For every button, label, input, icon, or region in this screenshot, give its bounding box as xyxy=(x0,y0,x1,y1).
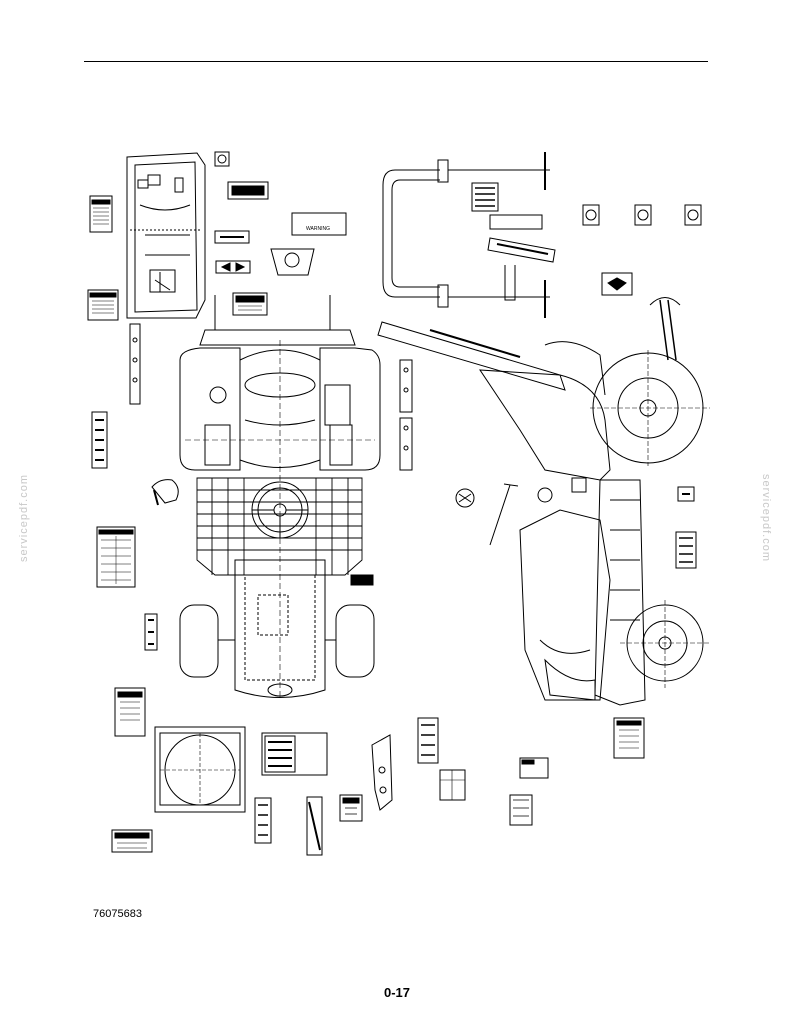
warning-decal-text: WARNING xyxy=(306,226,330,232)
header-rule xyxy=(84,61,708,62)
rops-frame xyxy=(382,152,556,318)
hood-panel xyxy=(126,152,206,319)
radiator-grille xyxy=(111,687,246,853)
watermark-right: servicepdf.com xyxy=(759,474,772,562)
decals-left-middle xyxy=(96,479,374,651)
tractor-side-view xyxy=(377,297,710,759)
decals-top-middle: WARNING xyxy=(214,151,347,316)
decal-column-left xyxy=(87,195,141,469)
decals-top-right xyxy=(582,204,702,296)
tractor-top-view xyxy=(179,295,381,700)
figure-number: 76075683 xyxy=(93,908,142,920)
watermark-left: servicepdf.com xyxy=(17,474,30,562)
page-number: 0-17 xyxy=(383,985,411,1000)
decals-center-vertical xyxy=(399,359,475,508)
decals-bottom-middle xyxy=(254,717,549,856)
